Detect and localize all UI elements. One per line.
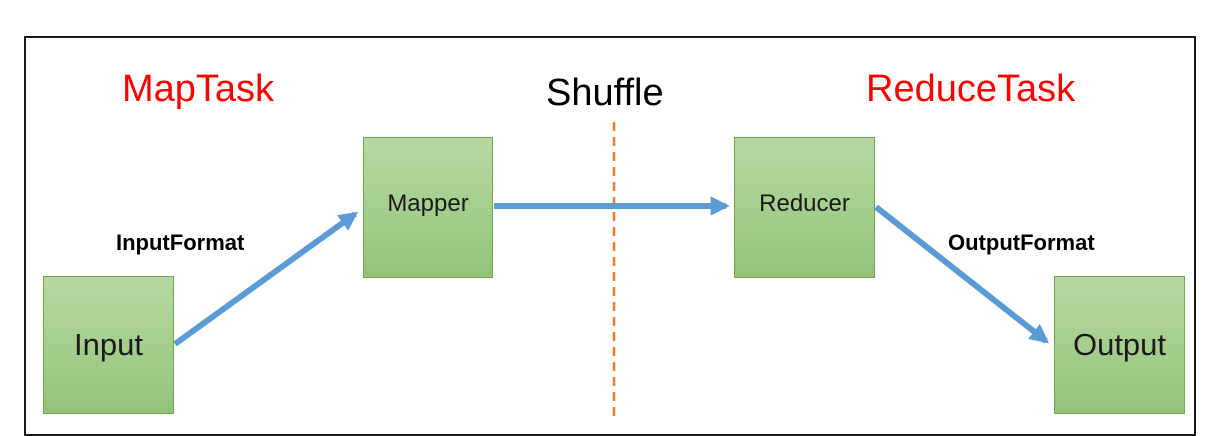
reducer-node-label: Reducer	[759, 189, 850, 217]
input-node: Input	[43, 276, 174, 414]
reducetask-title: ReduceTask	[866, 68, 1076, 110]
output-node-label: Output	[1072, 327, 1167, 362]
outputformat-label: OutputFormat	[948, 230, 1095, 255]
diagram-connectors	[173, 122, 1050, 417]
maptask-title: MapTask	[122, 68, 275, 110]
mapper-node-label: Mapper	[387, 189, 469, 217]
shuffle-title: Shuffle	[546, 72, 664, 114]
mapper-node: Mapper	[363, 137, 493, 278]
arrow-input-to-mapper	[173, 211, 359, 347]
reducer-node: Reducer	[734, 137, 875, 278]
input-node-label: Input	[74, 327, 143, 362]
arrow-reducer-to-output	[874, 204, 1050, 344]
inputformat-label: InputFormat	[116, 230, 245, 255]
output-node: Output	[1054, 276, 1185, 414]
